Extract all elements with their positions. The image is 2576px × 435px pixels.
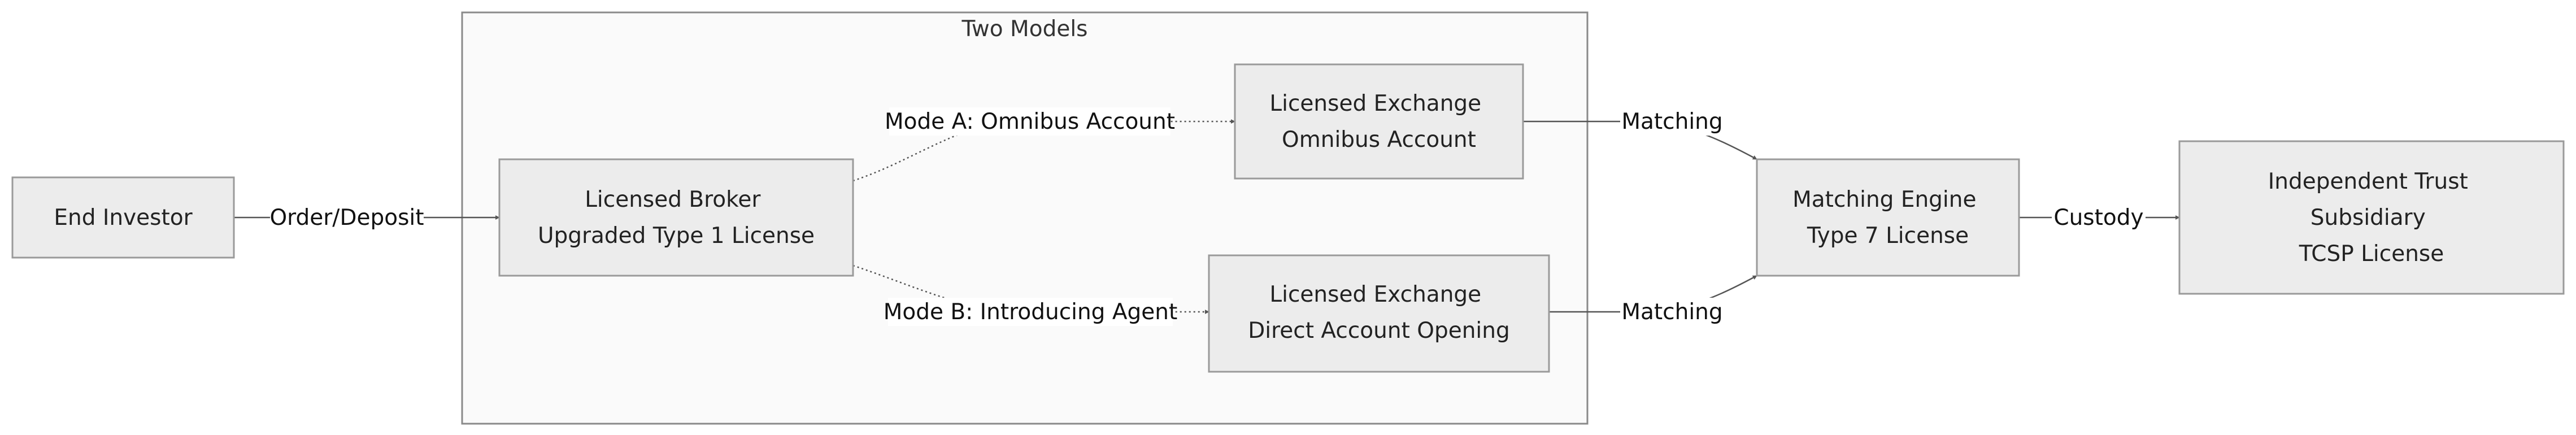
matching-engine-line-1: Matching Engine bbox=[1792, 187, 1976, 212]
exchange-omnibus-box bbox=[1234, 63, 1524, 180]
licensed-broker-label: Licensed Broker Upgraded Type 1 License bbox=[538, 187, 815, 249]
licensed-broker-line-2: Upgraded Type 1 License bbox=[538, 223, 815, 249]
exchange-direct-box bbox=[1208, 254, 1550, 373]
edge-label-mode-b: Mode B: Introducing Agent bbox=[884, 299, 1178, 325]
node-trust-subsidiary: Independent Trust Subsidiary TCSP Licens… bbox=[2178, 140, 2565, 295]
two-models-group-label: Two Models bbox=[961, 16, 1088, 42]
node-end-investor: End Investor bbox=[11, 176, 235, 259]
edge-label-matching-b: Matching bbox=[1621, 299, 1722, 325]
edge-labels: Order/Deposit Mode A: Omnibus Account Mo… bbox=[269, 107, 2146, 326]
matching-engine-label: Matching Engine Type 7 License bbox=[1792, 187, 1983, 249]
node-exchange-direct: Licensed Exchange Direct Account Opening bbox=[1208, 254, 1550, 373]
end-investor-box bbox=[11, 176, 235, 259]
trust-subsidiary-line-3: TCSP License bbox=[2299, 241, 2444, 267]
edge-label-order-deposit: Order/Deposit bbox=[269, 205, 424, 230]
node-exchange-omnibus: Licensed Exchange Omnibus Account bbox=[1234, 63, 1524, 180]
exchange-omnibus-line-2: Omnibus Account bbox=[1282, 127, 1476, 153]
trust-subsidiary-label: Independent Trust Subsidiary TCSP Licens… bbox=[2268, 169, 2475, 267]
exchange-direct-line-2: Direct Account Opening bbox=[1248, 318, 1510, 343]
licensed-broker-box bbox=[498, 158, 854, 277]
node-matching-engine: Matching Engine Type 7 License bbox=[1756, 158, 2020, 277]
edge-label-custody: Custody bbox=[2053, 205, 2143, 230]
matching-engine-box bbox=[1756, 158, 2020, 277]
exchange-direct-line-1: Licensed Exchange bbox=[1269, 282, 1481, 307]
end-investor-label: End Investor bbox=[54, 205, 193, 230]
trust-subsidiary-line-1: Independent Trust bbox=[2268, 169, 2468, 194]
exchange-direct-label: Licensed Exchange Direct Account Opening bbox=[1248, 282, 1510, 343]
exchange-omnibus-label: Licensed Exchange Omnibus Account bbox=[1269, 91, 1488, 153]
trust-subsidiary-line-2: Subsidiary bbox=[2310, 205, 2426, 230]
matching-engine-line-2: Type 7 License bbox=[1807, 223, 1969, 249]
licensed-broker-line-1: Licensed Broker bbox=[585, 187, 761, 212]
end-investor-line-1: End Investor bbox=[54, 205, 193, 230]
node-licensed-broker: Licensed Broker Upgraded Type 1 License bbox=[498, 158, 854, 277]
edge-label-mode-a: Mode A: Omnibus Account bbox=[885, 109, 1175, 134]
edge-label-matching-a: Matching bbox=[1621, 109, 1722, 134]
trust-subsidiary-box bbox=[2178, 140, 2565, 295]
exchange-omnibus-line-1: Licensed Exchange bbox=[1269, 91, 1481, 116]
